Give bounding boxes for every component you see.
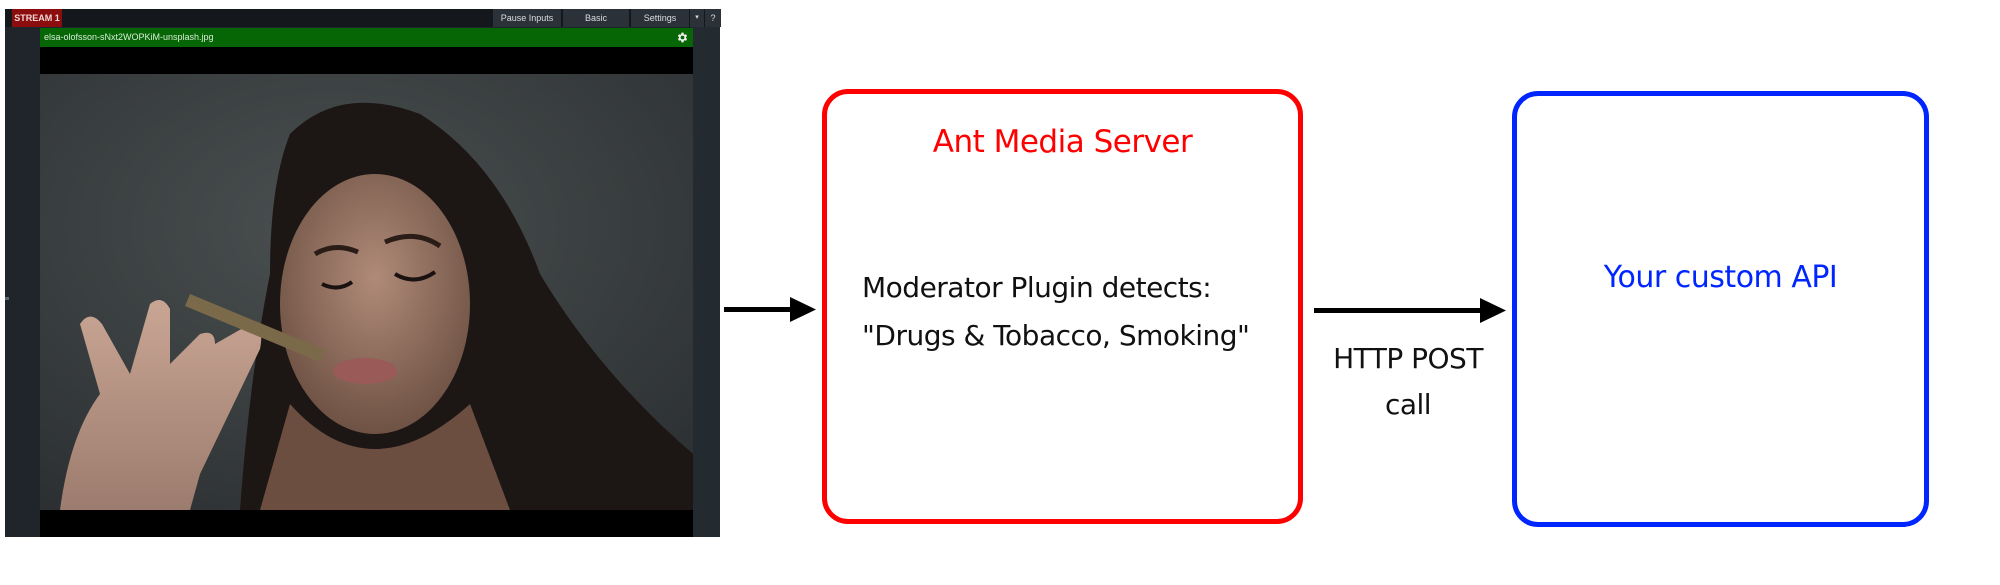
arrow-head <box>1480 298 1506 323</box>
ant-media-server-box: Ant Media Server Moderator Plugin detect… <box>822 89 1303 524</box>
custom-api-box: Your custom API <box>1512 91 1929 527</box>
eye-left <box>321 280 354 290</box>
http-post-line-1: HTTP POST <box>1333 342 1483 375</box>
moderator-detection-text: Moderator Plugin detects: "Drugs & Tobac… <box>862 264 1250 360</box>
hand-shape <box>60 300 262 510</box>
detection-line-1: Moderator Plugin detects: <box>862 271 1212 304</box>
arrow-line <box>1314 308 1482 313</box>
gear-icon[interactable] <box>676 31 689 44</box>
settings-dropdown-button[interactable]: ▾ <box>689 9 704 27</box>
panel-resize-handle[interactable] <box>5 297 9 300</box>
help-button[interactable]: ? <box>704 9 721 27</box>
neck-shape <box>260 404 510 510</box>
stream-tab[interactable]: STREAM 1 <box>12 9 62 27</box>
http-post-label: HTTP POST call <box>1310 336 1506 428</box>
source-filename: elsa-olofsson-sNxt2WOPKiM-unsplash.jpg <box>44 32 214 42</box>
top-toolbar: STREAM 1 Pause Inputs Basic Settings ▾ ? <box>5 9 721 27</box>
eyebrow-right <box>384 233 442 249</box>
lips-shape <box>333 358 397 384</box>
streaming-app-panel: STREAM 1 Pause Inputs Basic Settings ▾ ?… <box>5 9 721 537</box>
http-post-line-2: call <box>1384 388 1432 421</box>
joint-shape <box>185 294 325 362</box>
arrow-line <box>724 307 792 312</box>
eye-right <box>393 270 437 282</box>
basic-button[interactable]: Basic <box>562 9 629 27</box>
server-title: Ant Media Server <box>932 124 1193 160</box>
arrow-stream-to-server <box>724 297 816 322</box>
face-shape <box>280 174 470 434</box>
eyebrow-left <box>313 245 359 257</box>
arrow-head <box>790 297 816 322</box>
api-title: Your custom API <box>1603 260 1838 295</box>
arrow-server-to-api <box>1314 298 1506 323</box>
detection-line-2: "Drugs & Tobacco, Smoking" <box>862 319 1250 352</box>
pause-inputs-button[interactable]: Pause Inputs <box>492 9 561 27</box>
video-preview <box>40 47 693 537</box>
preview-photo <box>40 74 693 510</box>
settings-button[interactable]: Settings <box>630 9 689 27</box>
source-header: elsa-olofsson-sNxt2WOPKiM-unsplash.jpg <box>40 28 693 47</box>
right-sidebar <box>693 27 720 537</box>
